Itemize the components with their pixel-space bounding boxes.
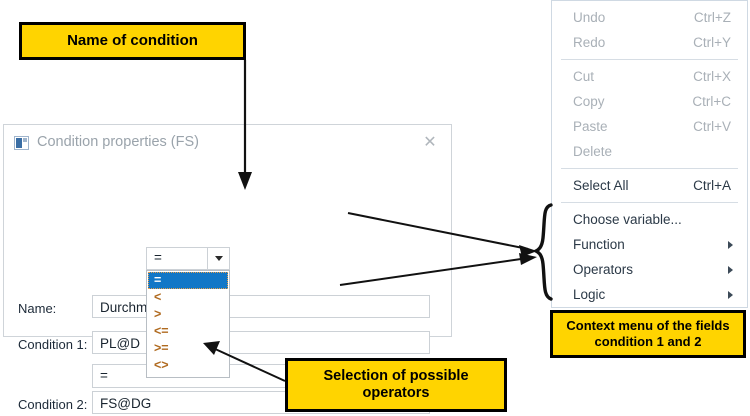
menu-item-label: Logic (573, 287, 606, 302)
menu-item-function[interactable]: Function (552, 232, 747, 257)
menu-item-label: Copy (573, 94, 605, 109)
menu-item-label: Choose variable... (573, 212, 682, 227)
operator-option[interactable]: = (148, 272, 228, 289)
menu-item-shortcut: Ctrl+A (693, 178, 731, 193)
name-label: Name: (18, 301, 57, 316)
menu-item-label: Delete (573, 144, 613, 159)
menu-item-shortcut: Ctrl+C (692, 94, 731, 109)
condition2-label: Condition 2: (18, 397, 88, 412)
menu-item-undo: Undo Ctrl+Z (552, 5, 747, 30)
chevron-right-icon (728, 266, 733, 274)
menu-item-shortcut: Ctrl+X (693, 69, 731, 84)
close-icon[interactable]: ✕ (423, 134, 437, 151)
menu-item-operators[interactable]: Operators (552, 257, 747, 282)
menu-item-shortcut: Ctrl+V (693, 119, 731, 134)
operator-combobox-open[interactable]: = (146, 247, 230, 270)
chevron-right-icon (728, 241, 733, 249)
menu-item-label: Cut (573, 69, 595, 84)
condition1-label: Condition 1: (18, 337, 88, 352)
window-app-icon (14, 136, 29, 150)
operator-combobox-open-value: = (154, 250, 162, 265)
menu-item-label: Operators (573, 262, 634, 277)
menu-item-redo: Redo Ctrl+Y (552, 30, 747, 55)
menu-item-select-all[interactable]: Select All Ctrl+A (552, 173, 747, 198)
operator-combobox-value: = (100, 368, 108, 383)
menu-item-label: Undo (573, 10, 606, 25)
name-input[interactable]: Durchmesser (92, 295, 430, 318)
callout-name-of-condition: Name of condition (19, 22, 246, 60)
operator-option[interactable]: > (154, 307, 162, 321)
menu-item-choose-variable[interactable]: Choose variable... (552, 207, 747, 232)
menu-item-label: Redo (573, 35, 606, 50)
menu-separator (561, 59, 738, 60)
dialog-title-bar[interactable]: Condition properties (FS) ✕ (4, 125, 451, 161)
operator-dropdown-list[interactable]: =<><=>=<> (146, 270, 230, 378)
menu-item-label: Paste (573, 119, 608, 134)
menu-item-logic[interactable]: Logic (552, 282, 747, 307)
operator-option[interactable]: >= (154, 341, 169, 355)
menu-separator (561, 168, 738, 169)
menu-item-copy: Copy Ctrl+C (552, 89, 747, 114)
chevron-right-icon (728, 291, 733, 299)
operator-option[interactable]: <= (154, 324, 169, 338)
operator-option[interactable]: <> (154, 358, 169, 372)
menu-item-label: Function (573, 237, 625, 252)
menu-item-cut: Cut Ctrl+X (552, 64, 747, 89)
menu-item-shortcut: Ctrl+Y (693, 35, 731, 50)
operator-option[interactable]: < (154, 290, 162, 304)
menu-item-delete: Delete (552, 139, 747, 164)
menu-item-paste: Paste Ctrl+V (552, 114, 747, 139)
menu-item-shortcut: Ctrl+Z (693, 10, 731, 25)
dialog-title: Condition properties (FS) (37, 134, 199, 150)
menu-separator (561, 202, 738, 203)
menu-item-label: Select All (573, 178, 629, 193)
context-menu[interactable]: Undo Ctrl+Z Redo Ctrl+Y Cut Ctrl+X Copy Ctrl+C P… (551, 0, 748, 327)
condition1-input[interactable]: PL@D (92, 331, 430, 354)
chevron-down-icon-open[interactable] (207, 248, 229, 269)
